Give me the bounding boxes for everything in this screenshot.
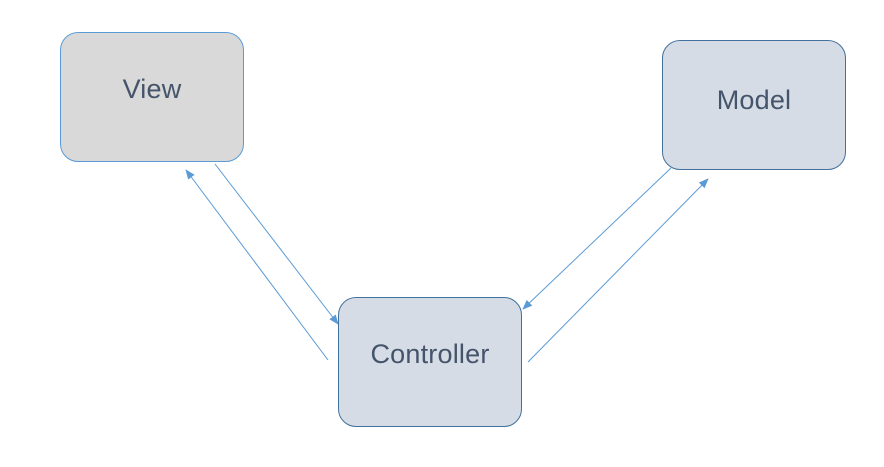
arrow-model-to-controller [522, 167, 672, 310]
controller-node: Controller [338, 297, 522, 427]
arrow-view-to-controller [214, 163, 339, 325]
view-node: View [60, 32, 244, 162]
model-label: Model [716, 84, 792, 115]
arrow-controller-to-model [527, 178, 709, 363]
view-label: View [122, 73, 182, 104]
model-node: Model [662, 40, 846, 170]
controller-label: Controller [370, 338, 490, 369]
arrow-controller-to-view [185, 169, 329, 361]
